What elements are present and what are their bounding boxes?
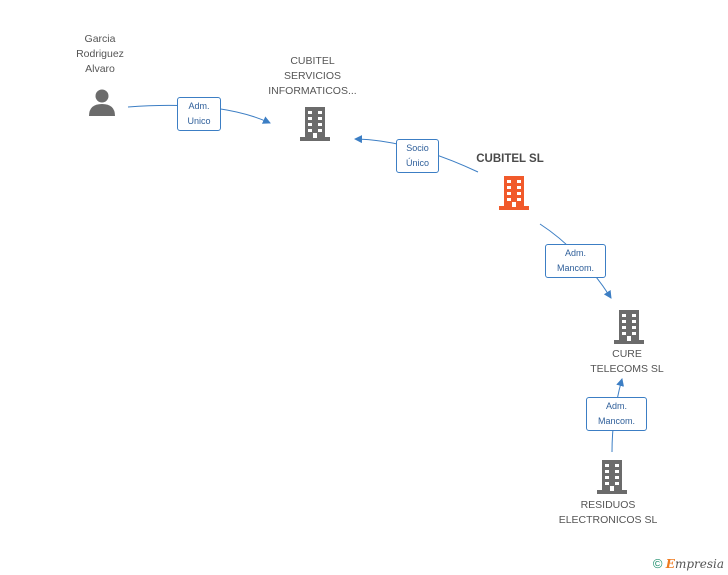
- cubitel-servicios-label-line-1: CUBITEL: [290, 55, 335, 67]
- cure-telecoms-label-line-1: CURE: [612, 348, 642, 360]
- residuos-label-line-1: RESIDUOS: [580, 499, 636, 511]
- edge-label-line-2: Único: [405, 158, 429, 168]
- edge-label-adm-mancom[interactable]: Adm. Mancom.: [586, 397, 647, 431]
- cure-telecoms-label: CURE TELECOMS SL: [577, 347, 677, 377]
- person-label-line-2: Rodriguez: [76, 48, 124, 60]
- edge-label-line-2: Mancom.: [597, 416, 635, 426]
- copyright-symbol: ©: [652, 556, 663, 571]
- edge-label-line-1: Adm.: [564, 248, 586, 258]
- person-label: Garcia Rodriguez Alvaro: [50, 32, 150, 77]
- brand-rest: mpresia: [674, 557, 724, 571]
- edge-label-line-1: Adm.: [605, 401, 627, 411]
- brand-logo: Empresia: [666, 557, 724, 571]
- edge-label-line-2: Mancom.: [556, 263, 594, 273]
- footer-brand: © Empresia: [653, 556, 724, 571]
- cubitel-servicios-label: CUBITEL SERVICIOS INFORMATICOS...: [255, 54, 370, 99]
- cubitel-sl-label: CUBITEL SL: [460, 152, 560, 167]
- residuos-label-line-2: ELECTRONICOS SL: [558, 514, 658, 526]
- edge-label-adm-mancom[interactable]: Adm. Mancom.: [545, 244, 606, 278]
- person-icon[interactable]: [87, 87, 117, 117]
- residuos-label: RESIDUOS ELECTRONICOS SL: [548, 498, 668, 528]
- building-icon[interactable]: [595, 459, 629, 495]
- edge-label-line-1: Socio: [406, 143, 429, 153]
- edge-label-line-2: Unico: [187, 116, 211, 126]
- edge-label-adm-unico[interactable]: Adm. Unico: [177, 97, 221, 131]
- cure-telecoms-label-line-2: TELECOMS SL: [590, 363, 664, 375]
- building-icon[interactable]: [612, 309, 646, 345]
- edge-label-line-1: Adm.: [188, 101, 210, 111]
- cubitel-servicios-label-line-3: INFORMATICOS...: [268, 85, 357, 97]
- building-icon[interactable]: [298, 106, 332, 142]
- brand-initial: E: [665, 557, 675, 571]
- person-label-line-3: Alvaro: [85, 63, 115, 75]
- building-main-icon[interactable]: [497, 175, 531, 211]
- cubitel-sl-label-line-1: CUBITEL SL: [476, 153, 544, 165]
- cubitel-servicios-label-line-2: SERVICIOS: [284, 70, 341, 82]
- edge-label-socio-unico[interactable]: Socio Único: [396, 139, 439, 173]
- person-label-line-1: Garcia: [84, 33, 116, 45]
